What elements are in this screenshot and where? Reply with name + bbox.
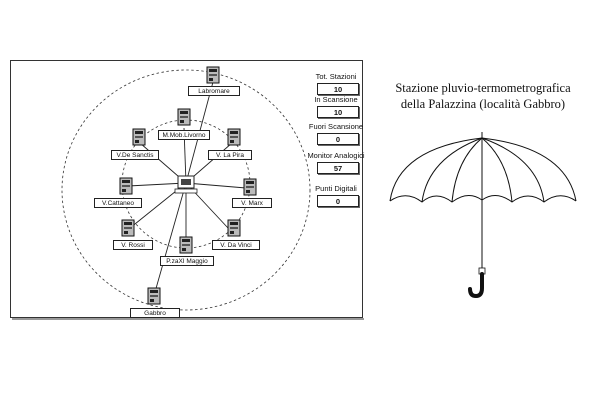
stat-in-scansione-label: In Scansione [314,95,358,104]
link-vmarx [185,182,247,189]
outer-ring [61,69,311,311]
station-vda-vinci-label[interactable]: V. Da Vinci [212,240,260,250]
link-gabbro [154,182,187,293]
station-gabbro-icon[interactable] [147,287,161,305]
station-pzaxi-maggio-icon[interactable] [179,236,193,254]
stat-monitor-analogici-value: 57 [317,162,359,174]
hub-computer-icon [174,175,198,194]
umbrella-icon [389,132,577,299]
stat-fuori-scansione-label: Fuori Scansione [308,122,364,131]
station-vcattaneo-label[interactable]: V.Cattaneo [94,198,142,208]
stat-in-scansione-value: 10 [317,106,359,118]
station-title-line1: Stazione pluvio-termometrografica [395,81,571,95]
station-vmarx-label[interactable]: V. Marx [232,198,272,208]
station-vrossi-label[interactable]: V. Rossi [113,240,153,250]
station-vde-sanctis-label[interactable]: V.De Sanctis [111,150,159,160]
station-mmob-livorno-label[interactable]: M.Mob.Livorno [158,130,210,140]
station-title-line2: della Palazzina (località Gabbro) [400,97,566,111]
stat-punti-digitali-value: 0 [317,195,359,207]
station-vrossi-icon[interactable] [121,219,135,237]
panel-shadow [12,318,364,320]
stat-monitor-analogici-label: Monitor Analogici [307,151,365,160]
stat-tot-stazioni-label: Tot. Stazioni [315,72,357,81]
station-labromare-label[interactable]: Labromare [188,86,240,96]
station-title: Stazione pluvio-termometrografica della … [378,80,588,112]
station-mmob-livorno-icon[interactable] [177,108,191,126]
stat-fuori-scansione-value: 0 [317,133,359,145]
station-vla-pira-icon[interactable] [227,128,241,146]
station-vcattaneo-icon[interactable] [119,177,133,195]
stat-punti-digitali-label: Punti Digitali [315,184,357,193]
station-labromare-icon[interactable] [206,66,220,84]
station-vla-pira-label[interactable]: V. La Pira [208,150,252,160]
station-vde-sanctis-icon[interactable] [132,128,146,146]
stat-tot-stazioni-value: 10 [317,83,359,95]
station-vmarx-icon[interactable] [243,178,257,196]
station-pzaxi-maggio-label[interactable]: P.zaXI Maggio [160,256,214,266]
link-vcattaneo [127,182,187,187]
station-gabbro-label[interactable]: Gabbro [130,308,180,318]
station-vda-vinci-icon[interactable] [227,219,241,237]
